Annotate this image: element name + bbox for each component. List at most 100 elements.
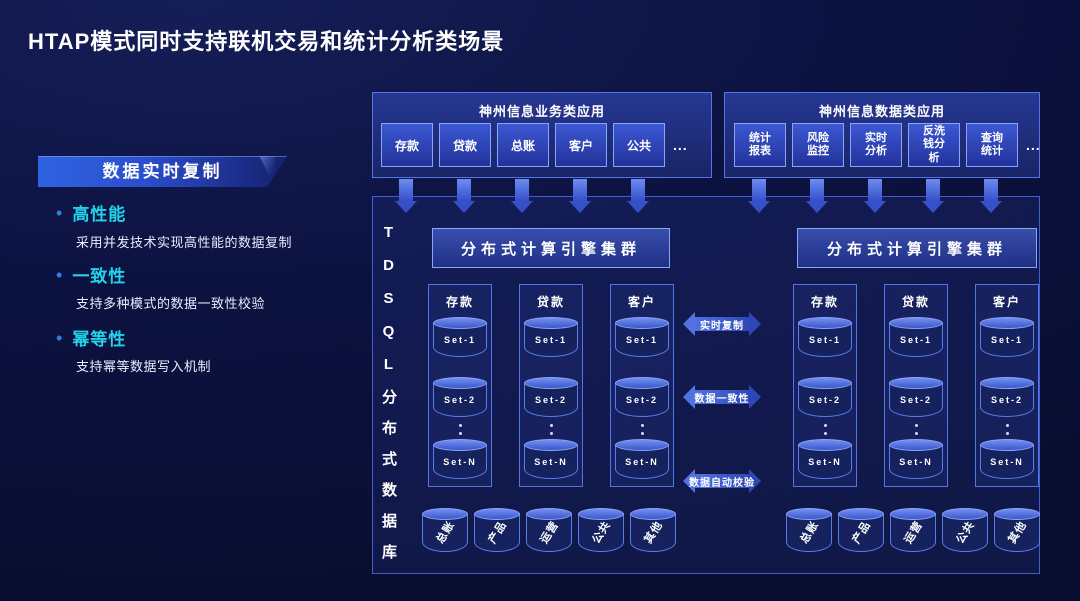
cylinder-body (422, 514, 468, 552)
database-cylinder-icon: Set-2 (433, 377, 487, 417)
set-label: Set-2 (899, 395, 932, 405)
set-label: Set-2 (625, 395, 658, 405)
cylinder-top (615, 439, 669, 451)
app-item: 查询统计 (966, 123, 1018, 167)
cylinder-top (526, 508, 572, 520)
business-apps-items: 存款 贷款 总账 客户 公共 ... (381, 123, 688, 167)
bullet-desc: 支持幂等数据写入机制 (76, 359, 212, 374)
vertical-dots-icon (823, 424, 827, 427)
bullet-icon: • (56, 327, 63, 348)
database-cylinder-icon: 其他 (994, 508, 1040, 552)
cylinder-top (798, 317, 852, 329)
database-cylinder-icon: Set-N (889, 439, 943, 479)
bullet-idempotence: • 幂等性 (56, 325, 126, 350)
cylinder-top (798, 439, 852, 451)
cylinder-top (889, 439, 943, 451)
bullet-heading: 幂等性 (72, 330, 127, 349)
cylinder-body (474, 514, 520, 552)
database-cylinder-icon: Set-1 (433, 317, 487, 357)
down-arrow-icon (752, 179, 766, 201)
database-cylinder-icon: 产品 (474, 508, 520, 552)
set-label: Set-2 (808, 395, 841, 405)
app-item: 反洗钱分析 (908, 123, 960, 167)
shard-column: 贷款 Set-1 Set-2 Set-N (519, 284, 583, 487)
database-cylinder-icon: 运营 (526, 508, 572, 552)
tdsql-vertical-label: TDSQL分布式数据库 (380, 224, 397, 575)
cylinder-top (474, 508, 520, 520)
database-cylinder-icon: Set-N (798, 439, 852, 479)
sync-arrow-label: 实时复制 (700, 320, 744, 332)
set-label: Set-N (899, 457, 933, 467)
cylinder-body (524, 323, 578, 357)
app-item: 客户 (555, 123, 607, 167)
database-cylinder-icon: Set-N (524, 439, 578, 479)
database-cylinder-icon: Set-2 (615, 377, 669, 417)
database-cylinder-icon: 总账 (786, 508, 832, 552)
cylinder-top (615, 377, 669, 389)
double-arrow-icon: 数据自动校验 (683, 469, 761, 493)
shard-column: 客户 Set-1 Set-2 Set-N (975, 284, 1039, 487)
cylinder-top (980, 439, 1034, 451)
set-label: Set-1 (534, 335, 567, 345)
cylinder-top (433, 377, 487, 389)
more-items-ellipsis: ... (1026, 137, 1041, 153)
shard-column-title: 客户 (992, 295, 1021, 309)
set-label: Set-1 (990, 335, 1023, 345)
sync-arrow-label: 数据一致性 (694, 393, 750, 405)
set-label: Set-2 (443, 395, 476, 405)
cylinder-top (630, 508, 676, 520)
cylinder-top (942, 508, 988, 520)
down-arrow-icon (457, 179, 471, 201)
cylinder-body (578, 514, 624, 552)
ribbon-label: 数据实时复制 (102, 162, 223, 181)
down-arrow-icon (631, 179, 645, 201)
down-arrow-icon (399, 179, 413, 201)
database-cylinder-icon: Set-2 (889, 377, 943, 417)
database-cylinder-icon: Set-N (615, 439, 669, 479)
vertical-dots-icon (1005, 424, 1009, 427)
engine-cluster-left: 分布式计算引擎集群 (432, 228, 670, 268)
cylinder-top (889, 377, 943, 389)
database-cylinder-icon: Set-2 (798, 377, 852, 417)
database-cylinder-icon: Set-2 (980, 377, 1034, 417)
down-arrow-icon (573, 179, 587, 201)
shard-column: 存款 Set-1 Set-2 Set-N (428, 284, 492, 487)
database-cylinder-icon: 其他 (630, 508, 676, 552)
set-label: Set-N (808, 457, 842, 467)
double-arrow-icon: 实时复制 (683, 312, 761, 336)
down-arrow-icon (868, 179, 882, 201)
cylinder-body (786, 514, 832, 552)
data-apps-box: 神州信息数据类应用 统计报表 风险监控 实时分析 反洗钱分析 查询统计 ... (724, 92, 1040, 178)
vertical-dots-icon (549, 424, 553, 427)
shard-column: 存款 Set-1 Set-2 Set-N (793, 284, 857, 487)
app-item: 实时分析 (850, 123, 902, 167)
ribbon-data-realtime-copy: 数据实时复制 (38, 156, 287, 187)
bullet-consistency: • 一致性 (56, 262, 126, 287)
business-apps-box: 神州信息业务类应用 存款 贷款 总账 客户 公共 ... (372, 92, 712, 178)
app-item: 统计报表 (734, 123, 786, 167)
bullet-desc: 采用并发技术实现高性能的数据复制 (76, 235, 293, 250)
double-arrow-icon: 数据一致性 (683, 385, 761, 409)
cylinder-top (524, 317, 578, 329)
cylinder-top (838, 508, 884, 520)
app-item: 贷款 (439, 123, 491, 167)
cylinder-body (630, 514, 676, 552)
down-arrow-icon (810, 179, 824, 201)
database-cylinder-icon: Set-N (433, 439, 487, 479)
vertical-dots-icon (640, 424, 644, 427)
cylinder-top (980, 317, 1034, 329)
shard-column-title: 贷款 (536, 295, 565, 309)
data-apps-items: 统计报表 风险监控 实时分析 反洗钱分析 查询统计 ... (734, 123, 1041, 167)
database-cylinder-icon: 公共 (942, 508, 988, 552)
bullet-heading: 高性能 (72, 205, 127, 224)
database-cylinder-icon: Set-1 (615, 317, 669, 357)
sync-arrow-label: 数据自动校验 (689, 477, 755, 489)
bullet-performance: • 高性能 (56, 200, 126, 225)
set-label: Set-1 (808, 335, 841, 345)
cylinder-top (890, 508, 936, 520)
cylinder-top (578, 508, 624, 520)
shard-column: 贷款 Set-1 Set-2 Set-N (884, 284, 948, 487)
bullet-icon: • (56, 264, 63, 285)
set-label: Set-2 (990, 395, 1023, 405)
page-title: HTAP模式同时支持联机交易和统计分析类场景 (28, 29, 505, 54)
